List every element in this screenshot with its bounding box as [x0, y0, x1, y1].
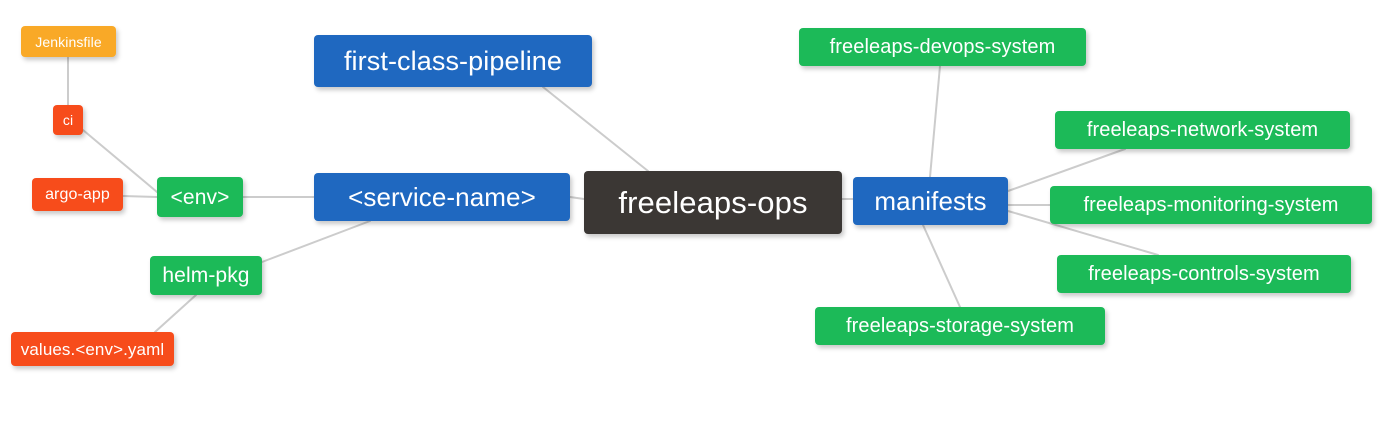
- node-freeleaps-monitoring-system[interactable]: freeleaps-monitoring-system: [1050, 186, 1372, 224]
- node-first-class-pipeline[interactable]: first-class-pipeline: [314, 35, 592, 87]
- node-label: ci: [62, 112, 74, 128]
- node-freeleaps-storage-system[interactable]: freeleaps-storage-system: [815, 307, 1105, 345]
- node-label: argo-app: [45, 185, 110, 203]
- node-freeleaps-controls-system[interactable]: freeleaps-controls-system: [1057, 255, 1351, 293]
- edge-manifests-to-network_system: [1007, 148, 1126, 192]
- node-freeleaps-devops-system[interactable]: freeleaps-devops-system: [799, 28, 1086, 66]
- node-label: freeleaps-monitoring-system: [1083, 194, 1339, 216]
- node-freeleaps-ops-root[interactable]: freeleaps-ops: [584, 171, 842, 234]
- node-values-yaml[interactable]: values.<env>.yaml: [11, 332, 174, 366]
- edge-argo_app-to-env: [122, 195, 158, 198]
- node-label: <env>: [170, 185, 230, 209]
- node-helm-pkg[interactable]: helm-pkg: [150, 256, 262, 295]
- node-label: <service-name>: [348, 182, 536, 212]
- edge-helm_pkg-to-service_name: [261, 220, 371, 263]
- node-label: freeleaps-controls-system: [1088, 263, 1320, 285]
- node-service-name[interactable]: <service-name>: [314, 173, 570, 221]
- edge-first_class_pipeline-to-root: [542, 86, 649, 172]
- edge-values_yaml-to-helm_pkg: [154, 294, 197, 333]
- node-jenkinsfile[interactable]: Jenkinsfile: [21, 26, 116, 57]
- node-env[interactable]: <env>: [157, 177, 243, 217]
- node-label: helm-pkg: [162, 264, 250, 287]
- node-label: manifests: [874, 186, 987, 216]
- node-argo-app[interactable]: argo-app: [32, 178, 123, 211]
- node-label: freeleaps-devops-system: [829, 36, 1056, 58]
- node-freeleaps-network-system[interactable]: freeleaps-network-system: [1055, 111, 1350, 149]
- node-label: Jenkinsfile: [35, 33, 102, 50]
- edge-manifests-to-devops_system: [929, 65, 941, 178]
- node-label: freeleaps-ops: [618, 185, 808, 220]
- node-manifests[interactable]: manifests: [853, 177, 1008, 225]
- node-label: freeleaps-network-system: [1086, 119, 1319, 141]
- node-label: first-class-pipeline: [343, 45, 563, 76]
- edge-manifests-to-storage_system: [922, 224, 961, 308]
- edge-service_name-to-root: [569, 196, 585, 200]
- node-label: freeleaps-storage-system: [845, 315, 1075, 337]
- node-label: values.<env>.yaml: [20, 339, 165, 359]
- node-ci[interactable]: ci: [53, 105, 83, 135]
